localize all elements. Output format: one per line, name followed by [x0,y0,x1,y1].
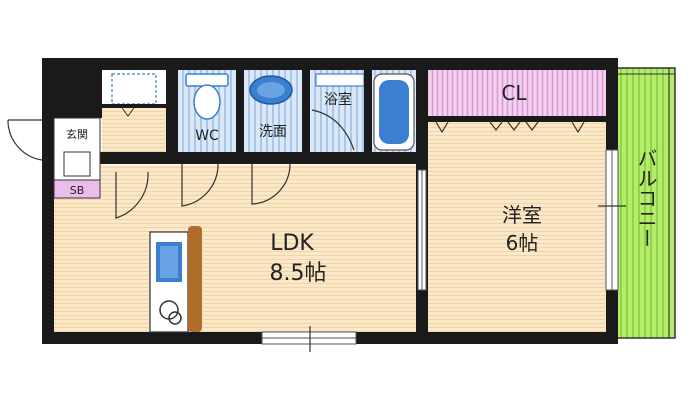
toilet-label: WC [195,128,219,144]
door-swings [115,163,291,219]
utility-walls [100,70,416,164]
closet [428,70,606,134]
windows [261,149,626,352]
ldk-room [54,165,416,332]
balcony [616,67,676,339]
ldk-label: LDK [270,231,314,256]
western-room-label: 洋室 [502,203,542,227]
ldk-size-label: 8.5帖 [270,261,327,286]
hall [102,70,166,152]
balcony-label: バルコニー [634,148,658,248]
shoebox-label: SB [70,184,85,197]
bathroom [310,70,416,152]
bathroom-label: 浴室 [324,91,352,108]
toilet [178,70,236,152]
entrance-label: 玄関 [66,127,88,141]
washroom-label: 洗面 [259,124,287,140]
closet-label: CL [501,81,527,105]
western-room-size-label: 6帖 [506,231,539,255]
kitchen [149,226,202,333]
washroom [244,70,302,152]
entrance [7,117,101,199]
western-room [428,122,606,332]
